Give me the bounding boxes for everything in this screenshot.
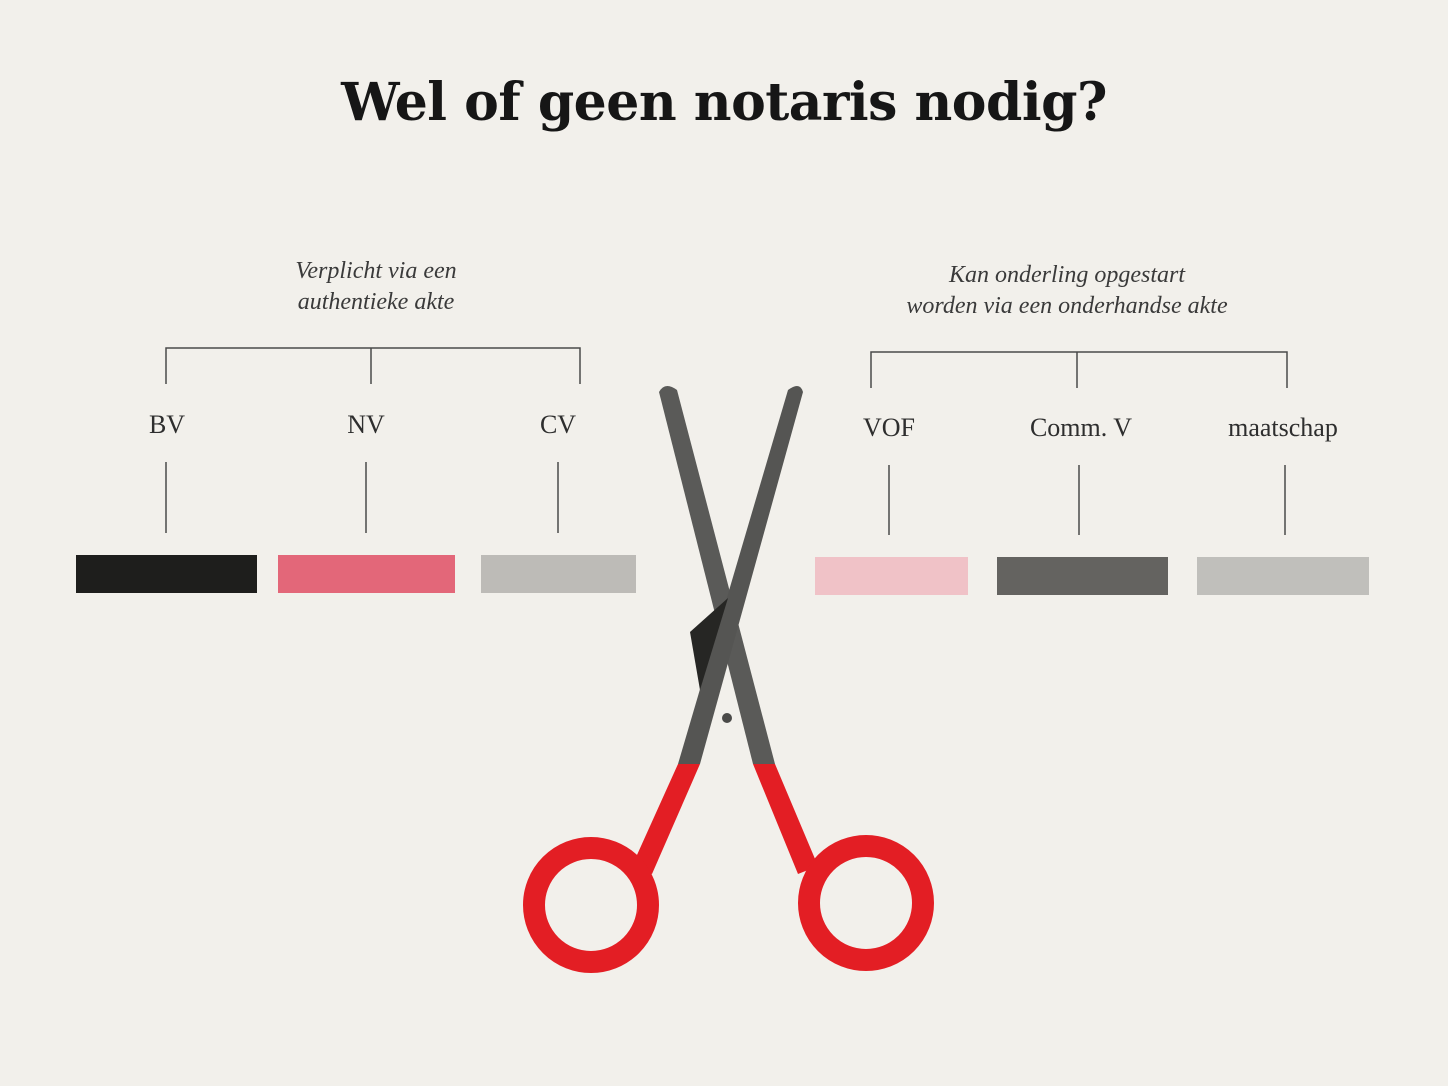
scissors-icon bbox=[523, 385, 934, 973]
label-nv: NV bbox=[347, 410, 385, 439]
group-heading-authentic-line2: authentieke akte bbox=[297, 289, 455, 315]
scissors-blade-right bbox=[678, 385, 803, 764]
scissors-handle-shank-left bbox=[632, 764, 700, 874]
group-heading-authentic: Verplicht via een authentieke akte bbox=[226, 256, 526, 318]
connectors-right bbox=[888, 465, 1286, 535]
scissors-blade-left bbox=[659, 385, 775, 764]
scissors-pivot bbox=[722, 713, 732, 723]
scissors-blade-shadow bbox=[690, 598, 728, 690]
label-cv: CV bbox=[539, 410, 577, 439]
label-maatschap: maatschap bbox=[1228, 413, 1338, 442]
group-heading-private-line1: Kan onderling opgestart bbox=[948, 262, 1185, 288]
label-comm-v: Comm. V bbox=[1029, 413, 1133, 442]
bar-cv bbox=[481, 555, 636, 593]
group-heading-private-line2: worden via een onderhandse akte bbox=[906, 293, 1228, 319]
bracket-left bbox=[165, 347, 581, 384]
group-heading-authentic-line1: Verplicht via een bbox=[295, 258, 457, 284]
page-title: Wel of geen notaris nodig? bbox=[341, 72, 1107, 133]
connectors-left bbox=[165, 462, 559, 533]
bracket-right bbox=[870, 351, 1288, 388]
label-vof: VOF bbox=[862, 413, 915, 442]
bar-maatschap bbox=[1197, 557, 1369, 595]
scissors-handle-shank-right bbox=[753, 764, 818, 874]
bar-vof bbox=[815, 557, 968, 595]
scissors-ring-right bbox=[798, 835, 934, 971]
scissors-ring-left bbox=[523, 837, 659, 973]
bar-nv bbox=[278, 555, 455, 593]
group-heading-private: Kan onderling opgestart worden via een o… bbox=[857, 260, 1277, 322]
bar-bv bbox=[76, 555, 257, 593]
label-bv: BV bbox=[148, 410, 186, 439]
bar-comm-v bbox=[997, 557, 1168, 595]
